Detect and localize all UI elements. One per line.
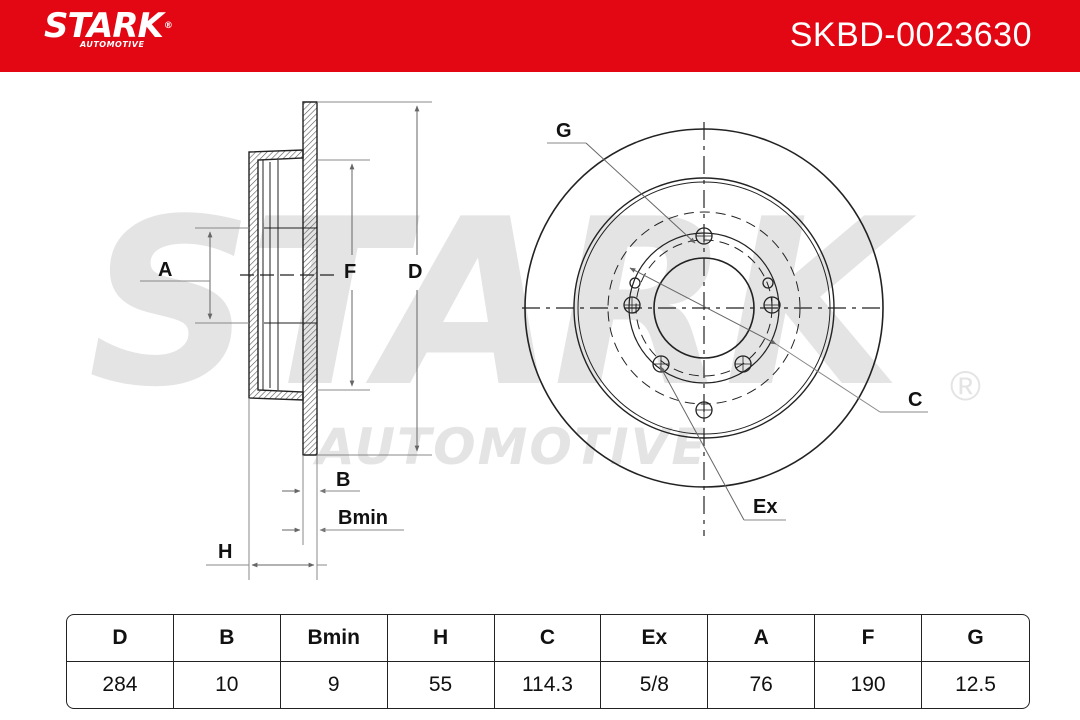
- label-a: A: [158, 259, 172, 281]
- header-b: B: [173, 615, 281, 662]
- label-f: F: [344, 261, 356, 283]
- value-d: 284: [67, 662, 174, 708]
- label-b: B: [336, 469, 350, 491]
- value-h: 55: [388, 662, 495, 708]
- value-b: 10: [174, 662, 281, 708]
- label-d: D: [408, 261, 422, 283]
- front-view: [522, 122, 928, 536]
- value-ex: 5/8: [601, 662, 709, 708]
- label-h: H: [218, 541, 232, 563]
- header-ex: Ex: [601, 615, 709, 662]
- specs-value-row: 284 10 9 55 114.3 5/8 76 190 12.5: [67, 662, 1029, 708]
- value-a: 76: [708, 662, 816, 708]
- header-bar: STARK® AUTOMOTIVE SKBD-0023630: [0, 0, 1080, 72]
- label-ex: Ex: [753, 496, 777, 518]
- value-f: 190: [815, 662, 922, 708]
- stark-logo: STARK® AUTOMOTIVE: [44, 6, 173, 49]
- header-d: D: [67, 615, 174, 662]
- label-g: G: [556, 120, 572, 142]
- bolt-holes: [623, 227, 781, 419]
- header-g: G: [922, 615, 1029, 662]
- specs-header-row: D B Bmin H C Ex A F G: [67, 615, 1029, 662]
- label-c: C: [908, 389, 922, 411]
- side-view: [140, 101, 432, 580]
- value-g: 12.5: [955, 673, 996, 696]
- part-number: SKBD-0023630: [789, 16, 1032, 54]
- value-c: 114.3: [495, 662, 602, 708]
- header-bmin: Bmin: [280, 615, 388, 662]
- value-bmin: 9: [281, 662, 388, 708]
- label-bmin: Bmin: [338, 507, 388, 529]
- header-h: H: [387, 615, 495, 662]
- header-c: C: [494, 615, 602, 662]
- header-f: F: [815, 615, 922, 662]
- header-a: A: [708, 615, 816, 662]
- specs-table: D B Bmin H C Ex A F G 284 10 9 55 114.3 …: [66, 614, 1030, 709]
